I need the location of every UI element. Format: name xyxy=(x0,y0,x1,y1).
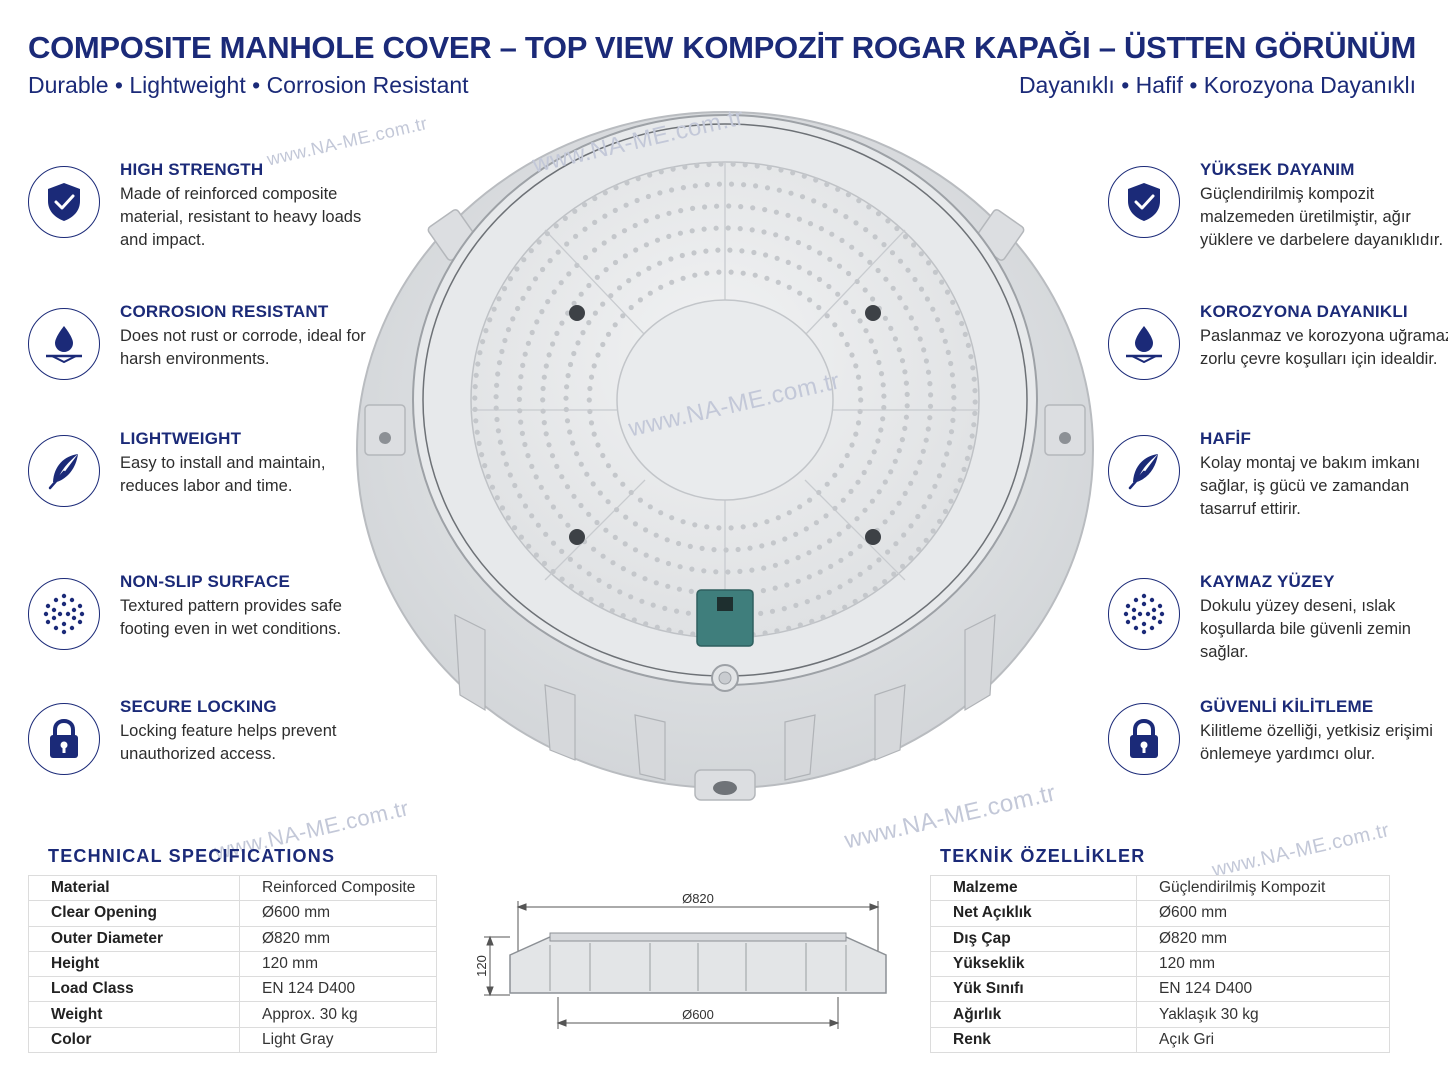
feature-title: NON-SLIP SURFACE xyxy=(120,572,291,591)
shield-check-icon xyxy=(28,166,100,238)
spec-key: Load Class xyxy=(28,976,240,1003)
feature-description: Does not rust or corrode, ideal for hars… xyxy=(120,327,366,368)
spec-value: 120 mm xyxy=(239,950,437,978)
feature-title: CORROSION RESISTANT xyxy=(120,302,329,321)
page-title-en: COMPOSITE MANHOLE COVER – TOP VIEW xyxy=(28,30,673,65)
spec-key: Clear Opening xyxy=(28,900,240,927)
spec-key: Weight xyxy=(28,1001,240,1028)
spec-value: Ø820 mm xyxy=(1136,925,1390,952)
page-title-tr: KOMPOZİT ROGAR KAPAĞI – ÜSTTEN GÖRÜNÜM xyxy=(682,30,1416,65)
feature-title: HAFİF xyxy=(1200,429,1252,448)
spec-value: Reinforced Composite xyxy=(239,874,437,902)
feature-description: Easy to install and maintain, reduces la… xyxy=(120,454,326,495)
inner-diameter-label: Ø600 xyxy=(682,1007,714,1022)
padlock-icon xyxy=(1108,703,1180,775)
padlock-icon xyxy=(28,703,100,775)
feature-description: Locking feature helps prevent unauthoriz… xyxy=(120,722,337,763)
feature-description: Made of reinforced composite material, r… xyxy=(120,185,362,249)
spec-key: Malzeme xyxy=(930,874,1137,902)
spec-key: Renk xyxy=(930,1026,1137,1054)
feather-icon xyxy=(1108,435,1180,507)
feature-description: Kilitleme özelliği, yetkisiz erişimi önl… xyxy=(1200,722,1433,763)
outer-diameter-label: Ø820 xyxy=(682,891,714,906)
spec-title-en: TECHNICAL SPECIFICATIONS xyxy=(48,846,336,866)
spec-key: Material xyxy=(28,874,240,902)
feature-title: KAYMAZ YÜZEY xyxy=(1200,572,1335,591)
feature-title: KOROZYONA DAYANIKLI xyxy=(1200,302,1408,321)
water-drop-icon xyxy=(1108,308,1180,380)
feature-description: Textured pattern provides safe footing e… xyxy=(120,597,342,638)
spec-key: Net Açıklık xyxy=(930,900,1137,927)
watermark: www.NA-ME.com.tr xyxy=(1210,819,1392,882)
feature-description: Güçlendirilmiş kompozit malzemeden üreti… xyxy=(1200,185,1444,249)
dimension-drawing: Ø820 Ø600 120 xyxy=(474,891,887,1029)
feature-title: LIGHTWEIGHT xyxy=(120,429,242,448)
spec-value: 120 mm xyxy=(1136,950,1390,978)
spec-value: EN 124 D400 xyxy=(1136,976,1390,1003)
feature-title: HIGH STRENGTH xyxy=(120,160,264,179)
dot-pattern-icon xyxy=(1108,578,1180,650)
spec-value: Güçlendirilmiş Kompozit xyxy=(1136,874,1390,902)
spec-key: Color xyxy=(28,1026,240,1054)
page-subtitle-tr: Dayanıklı • Hafif • Korozyona Dayanıklı xyxy=(1018,72,1416,98)
spec-key: Outer Diameter xyxy=(28,925,240,952)
spec-title-tr: TEKNİK ÖZELLİKLER xyxy=(940,846,1146,866)
feature-title: YÜKSEK DAYANIM xyxy=(1200,160,1355,179)
spec-key: Height xyxy=(28,950,240,978)
spec-key: Ağırlık xyxy=(930,1001,1137,1028)
spec-key: Yük Sınıfı xyxy=(930,976,1137,1003)
feature-title: SECURE LOCKING xyxy=(120,697,277,716)
feature-description: Kolay montaj ve bakım imkanı sağlar, iş … xyxy=(1200,454,1421,518)
manhole-cover-image xyxy=(356,111,1094,801)
feather-icon xyxy=(28,435,100,507)
spec-value: Light Gray xyxy=(239,1026,437,1054)
spec-value: Açık Gri xyxy=(1136,1026,1390,1054)
spec-value: Yaklaşık 30 kg xyxy=(1136,1001,1390,1028)
feature-title: GÜVENLİ KİLİTLEME xyxy=(1200,697,1374,716)
feature-description: Dokulu yüzey deseni, ıslak koşullarda bi… xyxy=(1200,597,1411,661)
spec-key: Yükseklik xyxy=(930,950,1137,978)
shield-check-icon xyxy=(1108,166,1180,238)
height-label: 120 xyxy=(474,955,489,977)
spec-value: Ø820 mm xyxy=(239,925,437,952)
water-drop-icon xyxy=(28,308,100,380)
spec-value: Approx. 30 kg xyxy=(239,1001,437,1028)
spec-value: Ø600 mm xyxy=(1136,900,1390,927)
spec-value: EN 124 D400 xyxy=(239,976,437,1003)
dot-pattern-icon xyxy=(28,578,100,650)
feature-description: Paslanmaz ve korozyona uğramaz, zorlu çe… xyxy=(1200,327,1448,368)
spec-value: Ø600 mm xyxy=(239,900,437,927)
page-subtitle-en: Durable • Lightweight • Corrosion Resist… xyxy=(28,72,469,98)
spec-key: Dış Çap xyxy=(930,925,1137,952)
